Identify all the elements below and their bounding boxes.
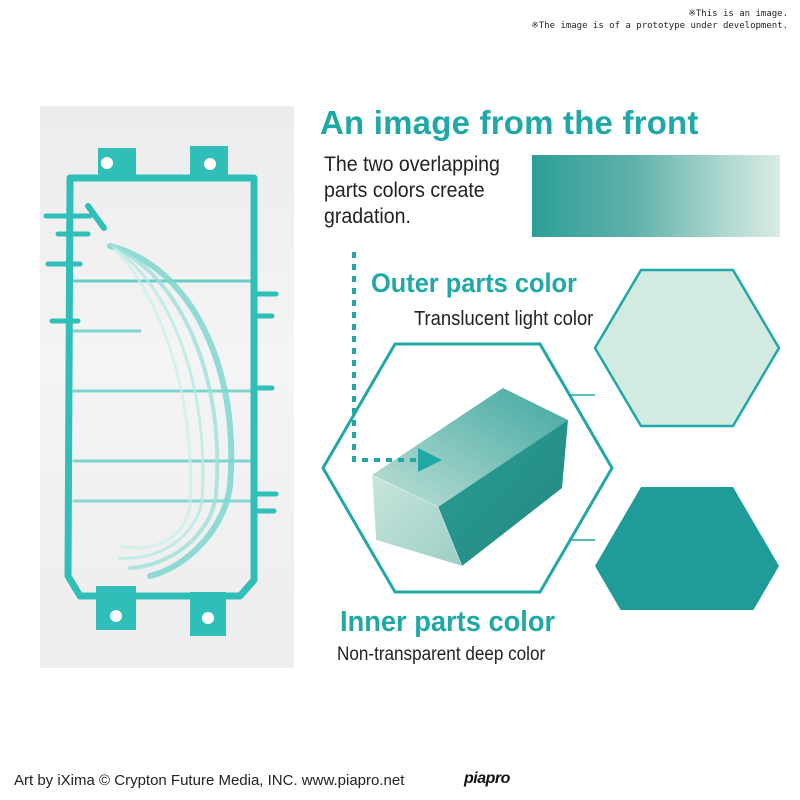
inner-parts-description: Non-transparent deep color — [337, 644, 546, 665]
outer-color-hexagon — [593, 268, 781, 428]
prototype-notice: ※This is an image. ※The image is of a pr… — [531, 8, 788, 32]
outer-parts-description: Translucent light color — [414, 306, 598, 332]
notice-line-prototype: ※The image is of a prototype under devel… — [531, 21, 788, 31]
plastic-runner-image — [43, 146, 279, 636]
inner-color-hexagon — [595, 487, 779, 610]
parts-color-diagram — [321, 252, 781, 610]
copyright-credit: Art by iXima © Crypton Future Media, INC… — [14, 772, 405, 789]
outer-parts-title: Outer parts color — [371, 268, 577, 298]
inner-parts-title: Inner parts color — [340, 606, 556, 638]
piapro-logo: piapro — [464, 770, 510, 787]
notice-line-image: ※This is an image. — [688, 9, 788, 19]
headline: An image from the front — [320, 104, 699, 141]
product-photo-panel — [40, 106, 294, 668]
gradation-swatch — [532, 155, 780, 237]
gradation-description: The two overlapping parts colors create … — [324, 153, 500, 228]
